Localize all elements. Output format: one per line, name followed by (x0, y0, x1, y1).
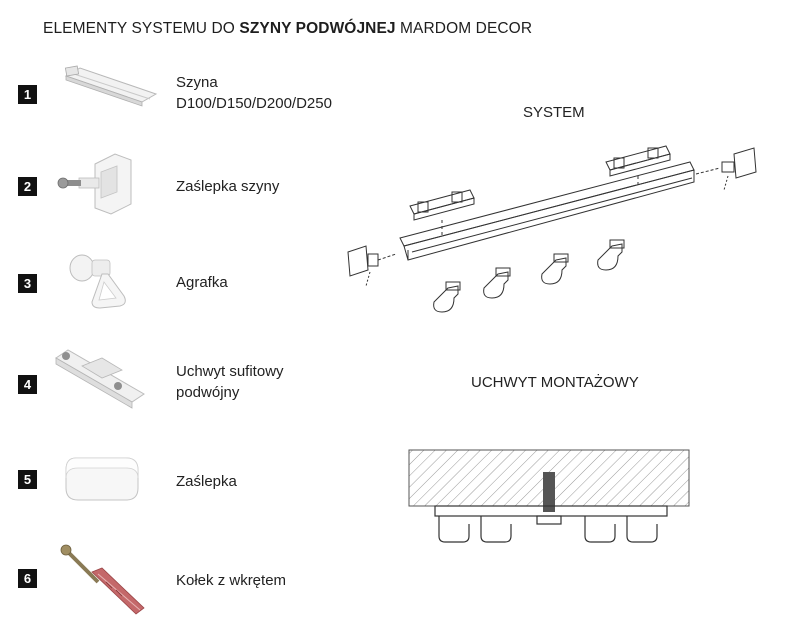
mounting-bracket-diagram (408, 449, 690, 543)
item-label: Zaślepka (176, 473, 237, 490)
system-assembly-diagram (347, 145, 757, 313)
item-number-badge: 5 (18, 470, 37, 489)
curtain-hook-icon (69, 254, 126, 309)
wall-plug-screw-icon (60, 544, 145, 615)
system-title: SYSTEM (523, 104, 585, 121)
bracket-left (409, 189, 475, 221)
item-number-badge: 4 (18, 375, 37, 394)
rail-end-cap-icon (57, 153, 132, 215)
end-cap-left (347, 245, 397, 287)
page-title: ELEMENTY SYSTEMU DO SZYNY PODWÓJNEJ MARD… (43, 20, 533, 37)
hooks (433, 239, 625, 313)
mounting-title: UCHWYT MONTAŻOWY (471, 374, 639, 391)
item-number-badge: 6 (18, 569, 37, 588)
rail-icon (64, 65, 158, 107)
end-cap-icon (65, 457, 139, 501)
item-label: Zaślepka szyny (176, 178, 280, 195)
item-number-badge: 1 (18, 85, 37, 104)
double-ceiling-bracket-icon (55, 349, 145, 409)
item-number-badge: 2 (18, 177, 37, 196)
screw (543, 472, 555, 512)
item-label: Kołek z wkrętem (176, 572, 287, 589)
bracket-right (605, 145, 671, 177)
end-cap-right (695, 147, 757, 191)
item-label: Agrafka (176, 274, 228, 291)
item-number-badge: 3 (18, 274, 37, 293)
